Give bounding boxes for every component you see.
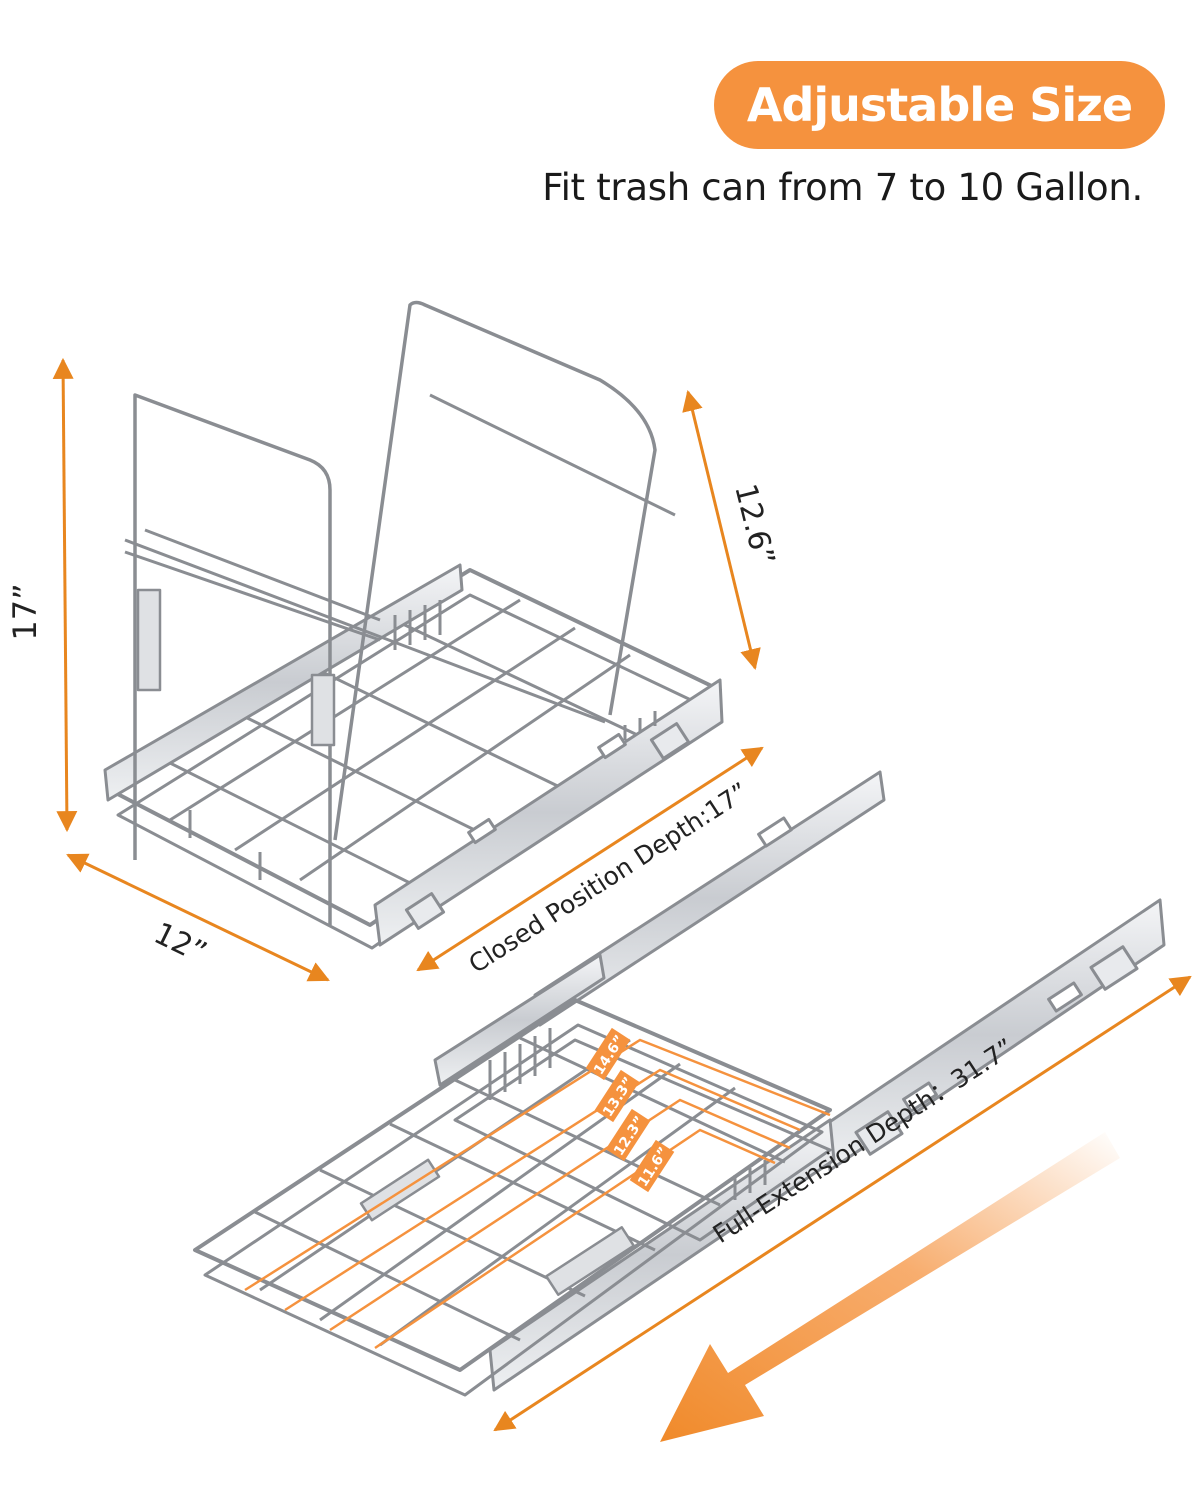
- frame-height-arrow: [682, 389, 761, 671]
- width-arrow: [66, 853, 330, 982]
- full-extension-arrow: [493, 975, 1192, 1432]
- extended-pullout-drawing: [193, 770, 1166, 1397]
- pull-direction-arrow: [660, 1132, 1120, 1442]
- frame-height-label: 12.6”: [727, 481, 781, 569]
- badge-label: Adjustable Size: [746, 78, 1133, 132]
- width-label: 12”: [148, 916, 212, 971]
- height-arrow: [52, 357, 78, 833]
- capacity-subtitle: Fit trash can from 7 to 10 Gallon.: [542, 166, 1143, 209]
- height-label: 17”: [6, 583, 44, 640]
- frame-position-tags: 14.6” 13.3” 12.3” 11.6”: [585, 1027, 675, 1193]
- adjustable-size-badge: Adjustable Size: [714, 61, 1165, 149]
- dimension-arrows: [52, 357, 1192, 1432]
- full-extension-label: Full-Extension Depth：31.7”: [708, 1033, 1019, 1249]
- closed-depth-arrow: [416, 746, 764, 972]
